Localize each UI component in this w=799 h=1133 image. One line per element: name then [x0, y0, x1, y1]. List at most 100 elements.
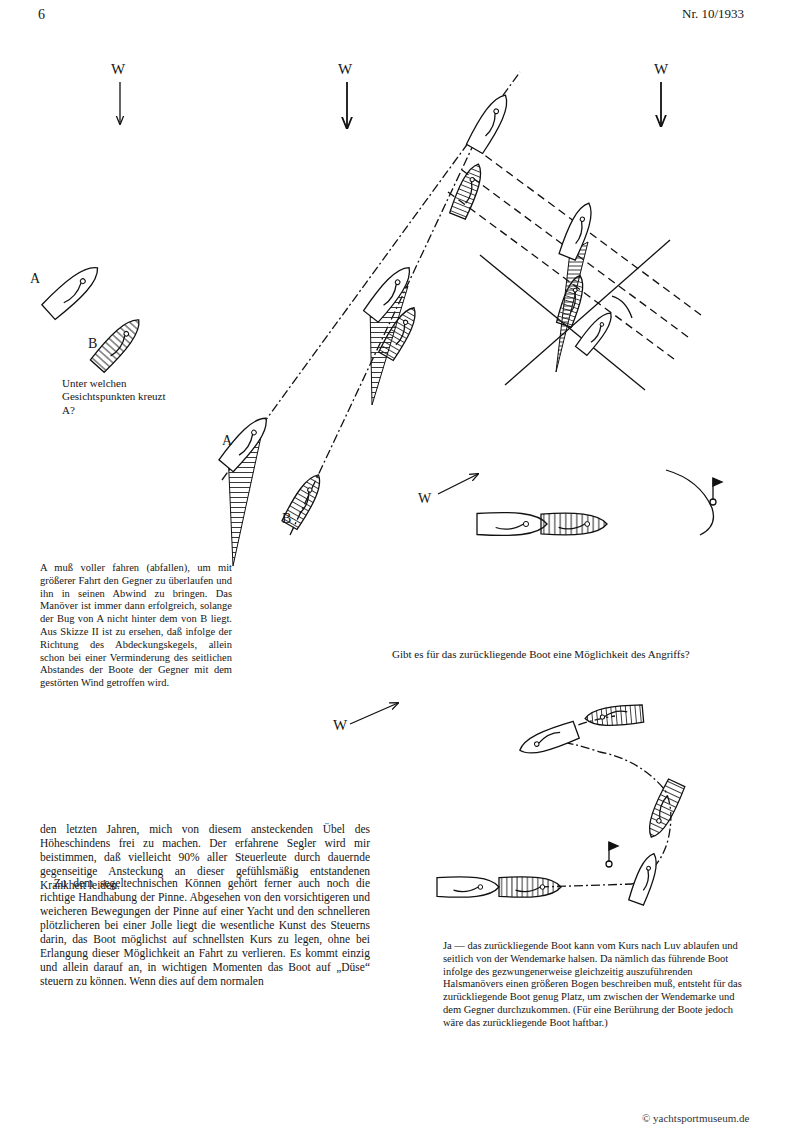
- hull: [516, 720, 579, 759]
- course-arc: [666, 470, 714, 535]
- text-block: Unter welchen Gesichtspunkten kreuzt A?: [62, 377, 174, 417]
- wind-shadow-line: [475, 148, 705, 318]
- label: B: [282, 510, 291, 527]
- hull: [449, 161, 487, 220]
- wind-arrow: [119, 82, 120, 124]
- angle-arc: [612, 296, 632, 318]
- sail: [589, 326, 604, 343]
- cross-line: [505, 240, 670, 385]
- boat: [466, 90, 515, 154]
- sail: [62, 283, 85, 304]
- label: © yachtsportmuseum.de: [642, 1112, 749, 1125]
- wind-arrow: [438, 474, 478, 494]
- hull: [584, 704, 643, 728]
- sail: [641, 870, 652, 891]
- hull: [477, 513, 547, 536]
- hull: [437, 877, 499, 897]
- text-block: Gibt es für das zurückliegende Boot eine…: [392, 648, 782, 661]
- mast: [394, 279, 400, 285]
- boat: [218, 412, 273, 473]
- boat: [90, 313, 147, 373]
- label: B: [88, 335, 97, 352]
- label: Nr. 10/1933: [682, 6, 744, 22]
- mast: [534, 741, 540, 747]
- course-line: [222, 72, 520, 480]
- wind-arrow: [346, 82, 348, 128]
- sail: [454, 887, 479, 892]
- mark-flag: [713, 478, 722, 486]
- sail: [483, 113, 499, 137]
- cross-line: [480, 255, 645, 390]
- mast: [493, 108, 499, 114]
- label: W: [654, 60, 668, 78]
- hull: [499, 877, 561, 897]
- sail: [573, 221, 586, 244]
- boat: [477, 513, 547, 536]
- hull: [541, 513, 607, 535]
- sail: [568, 292, 578, 313]
- boat: [628, 851, 662, 906]
- mast: [599, 322, 604, 327]
- mark-buoy: [606, 861, 612, 867]
- hull: [281, 470, 326, 530]
- text-block: A muß voller fahren (abfallen), um mit g…: [40, 562, 232, 690]
- sail: [516, 887, 541, 892]
- mast: [656, 818, 662, 824]
- boat: [556, 273, 588, 328]
- boat: [437, 877, 499, 897]
- mark-flag: [609, 842, 618, 850]
- hull: [575, 308, 617, 356]
- course-line: [290, 120, 485, 535]
- hull: [41, 260, 105, 320]
- label: A: [222, 432, 232, 449]
- sail: [604, 711, 627, 717]
- boat: [558, 200, 597, 261]
- sail: [393, 324, 408, 345]
- text-block: Zu dem segeltechnischen Können gehört fe…: [40, 876, 370, 988]
- mast: [123, 331, 129, 337]
- sail: [297, 492, 312, 514]
- label: W: [338, 60, 352, 78]
- mast: [523, 521, 528, 526]
- mast: [580, 216, 586, 222]
- sail: [237, 434, 256, 456]
- boat: [378, 303, 422, 361]
- label: W: [111, 60, 125, 78]
- mark-buoy: [710, 499, 716, 505]
- sail: [537, 731, 561, 743]
- mast: [600, 715, 605, 720]
- wind-shadow-line: [462, 170, 692, 340]
- mast: [540, 885, 545, 890]
- boat: [449, 161, 487, 220]
- sail: [463, 181, 475, 203]
- boat: [642, 779, 685, 842]
- mast: [470, 177, 475, 182]
- sail: [496, 524, 524, 529]
- mast: [585, 522, 590, 527]
- hull: [558, 200, 597, 261]
- label: A: [30, 270, 40, 287]
- boat: [499, 877, 561, 897]
- label: 6: [38, 6, 45, 23]
- hull: [628, 851, 662, 906]
- text-block: Ja — das zurückliegende Boot kann vom Ku…: [443, 940, 743, 1030]
- boat: [516, 720, 579, 759]
- boat: [541, 513, 607, 535]
- hull: [218, 412, 273, 473]
- wind-arrow: [350, 703, 398, 724]
- mast: [307, 487, 313, 493]
- mast: [251, 429, 257, 435]
- label: W: [418, 490, 431, 507]
- hull: [466, 90, 515, 154]
- boat: [41, 260, 105, 320]
- sail: [108, 335, 128, 357]
- label: W: [333, 716, 347, 734]
- sail: [381, 284, 400, 306]
- hull: [90, 313, 147, 373]
- boat: [281, 470, 326, 530]
- boat: [575, 308, 617, 356]
- wind-arrow: [660, 82, 662, 126]
- mast: [403, 319, 409, 325]
- sail: [559, 524, 585, 529]
- hull: [556, 273, 588, 328]
